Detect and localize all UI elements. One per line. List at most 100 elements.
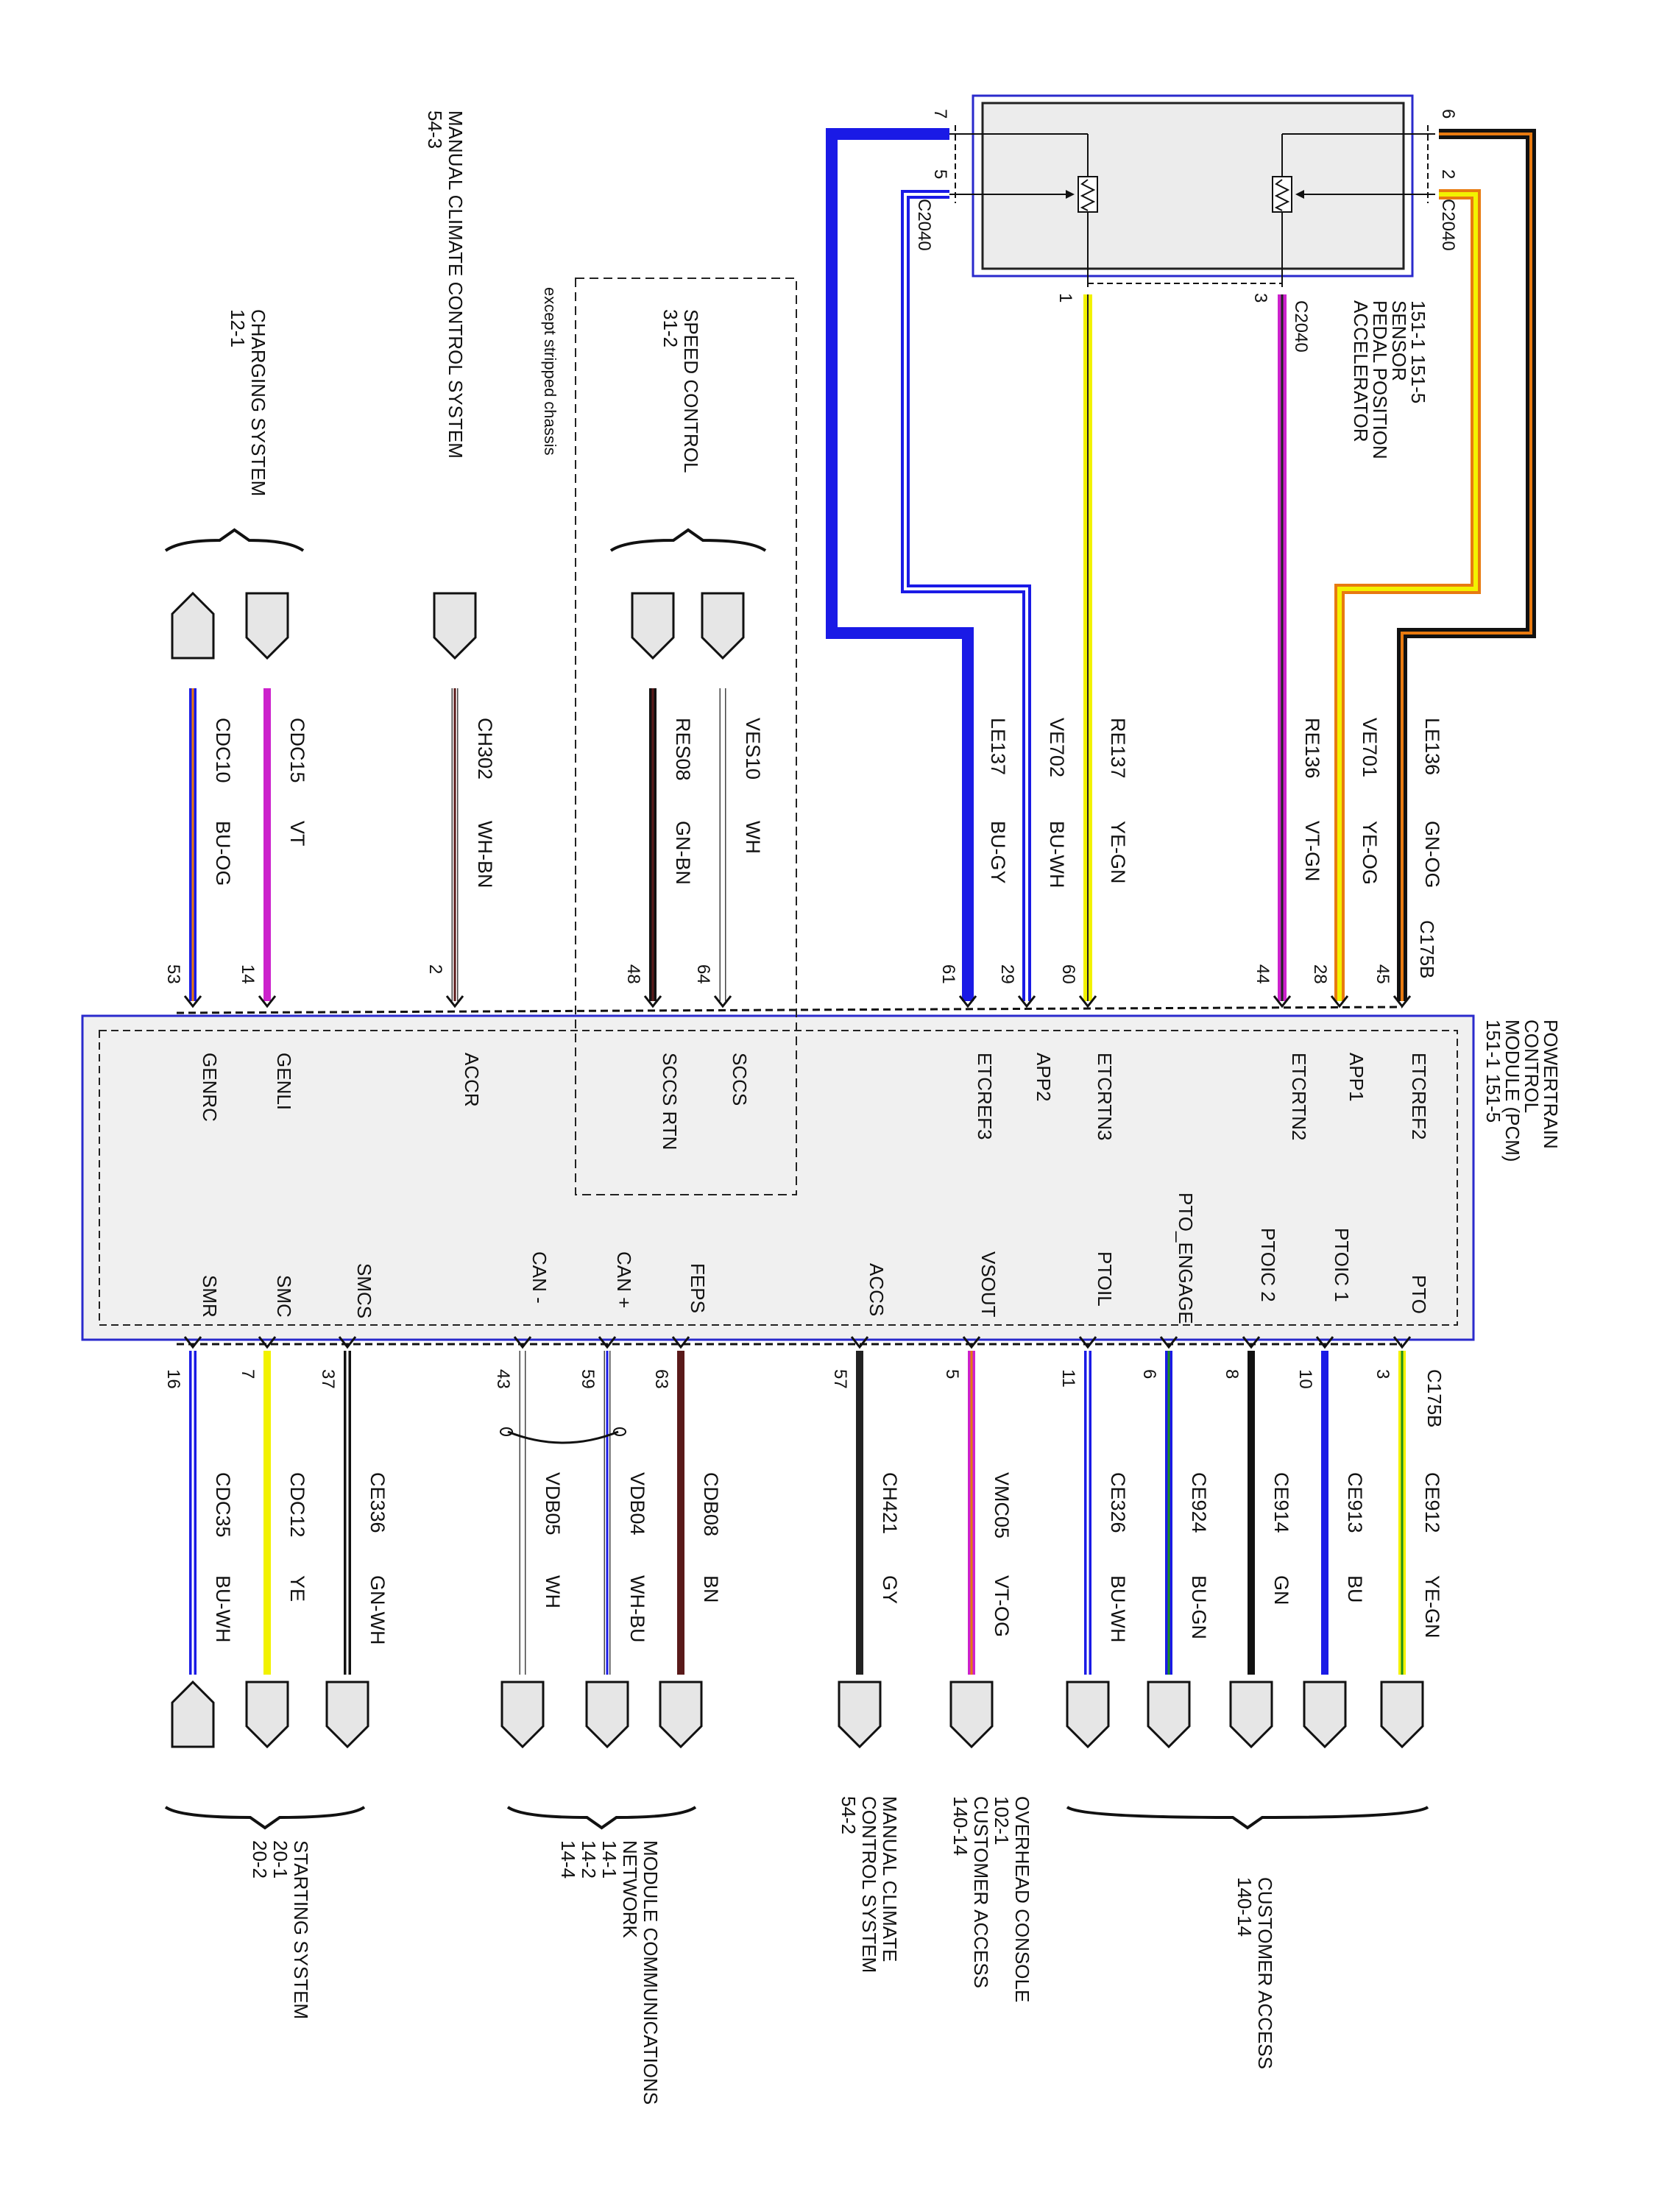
wire-circuit-label: CE336 [367,1472,389,1533]
wire-signal-label: ETCRTN3 [1094,1053,1116,1140]
pcm-label-line-3: MODULE (PCM) [1501,1020,1524,1162]
brace-customer-access [1066,1806,1429,1830]
wire-pin-label: 3 [1373,1369,1393,1379]
wire-color-label: GN-BN [672,821,694,885]
wire-pin-label: 61 [938,964,958,984]
wire-color-label: BU-GY [987,821,1009,884]
sensor-potentiometer-2 [1272,133,1435,287]
speed-control-dashed-box [575,278,797,1195]
plug-vdb04 [585,1681,629,1749]
sensor-outer-box [972,94,1414,278]
manual-climate-bottom-line-3: 54-2 [838,1796,860,1834]
speed-control-group: SPEED CONTROL 31-2 except stripped chass… [541,278,797,1195]
wire-circuit-label: CDC35 [212,1472,234,1538]
pcm-connector-left-label: C175B [1416,920,1438,979]
wire-pin-label: 48 [623,964,643,984]
pin-arrow [1393,1336,1412,1349]
overhead-line-3: CUSTOMER ACCESS [970,1796,992,1988]
pin-arrow [1315,1336,1334,1349]
pin-arrow [598,1336,617,1349]
pcm-label-line-1: POWERTRAIN [1540,1020,1562,1149]
plug-ce914 [1229,1681,1273,1749]
wire-circuit-label: CE326 [1107,1472,1129,1533]
wire-color-label: VT-OG [991,1575,1013,1637]
pin-arrow [643,995,662,1008]
pin-arrow [1078,1336,1097,1349]
pcm-module: POWERTRAIN CONTROL MODULE (PCM) 151-1 15… [81,920,1562,1428]
pin-arrow [258,995,277,1008]
overhead-label: OVERHEAD CONSOLE 102-1 CUSTOMER ACCESS 1… [949,1796,1033,2002]
wire-pin-label: 28 [1310,964,1330,984]
wire-pin-label: 44 [1253,964,1273,984]
wire-color-label: BU-WH [1046,821,1068,888]
wire-signal-label: ACCR [461,1053,483,1107]
sensor-potentiometer-1 [949,133,1098,287]
pin-arrow [1273,995,1292,1008]
plug-vdb05 [500,1681,545,1749]
wire-circuit-label: CE914 [1270,1472,1292,1533]
pin-arrow [1330,995,1349,1008]
can-twist-indicator [507,1430,619,1444]
plug-ce336 [325,1681,369,1749]
pin-arrow [1242,1336,1261,1349]
pcm-connector-right-label: C175B [1423,1369,1446,1428]
wire-circuit-label: CH421 [879,1472,901,1534]
charging-line-2: 12-1 [227,309,249,347]
plug-ce326 [1066,1681,1110,1749]
plug-cdb08 [659,1681,703,1749]
wire-color-label: YE-GN [1421,1575,1443,1639]
overhead-line-4: 140-14 [949,1796,972,1856]
wire-color-label: WH [542,1575,564,1608]
manual-climate-top-line-1: MANUAL CLIMATE CONTROL SYSTEM [445,110,467,459]
customer-access-label: CUSTOMER ACCESS 140-14 [1234,1877,1276,2069]
wire-layer: LE136GN-OG45ETCREF2VE701YE-OG28APP1RE136… [163,528,1443,1830]
pcm-label: POWERTRAIN CONTROL MODULE (PCM) 151-1 15… [1482,1020,1562,1162]
sensor-label: ACCELERATOR PEDAL POSITION SENSOR 151-1 … [1350,300,1429,459]
charging-line-1: CHARGING SYSTEM [247,309,269,496]
can-twist-end-a [500,1427,513,1436]
plug-res08 [631,592,675,660]
wire-signal-label: FEPS [687,1263,709,1313]
wire-color-label: YE [286,1575,308,1602]
wire-color-label: GN-WH [367,1575,389,1644]
module-comm-line-1: MODULE COMMUNICATIONS [640,1840,662,2105]
wire-pin-label: 11 [1058,1369,1078,1388]
sensor-pin-2: 2 [1438,169,1458,179]
pcm-inner-dashed-box [99,1030,1458,1326]
pin-arrow [958,995,977,1008]
pcm-outer-box [81,1014,1475,1341]
wire-color-label: BU-WH [212,1575,234,1642]
wire-signal-label: SMR [199,1275,221,1318]
overhead-line-2: 102-1 [991,1796,1013,1845]
wire-color-label: VT [286,821,308,847]
wire-color-label: WH-BU [626,1575,648,1642]
manual-climate-top-label: MANUAL CLIMATE CONTROL SYSTEM 54-3 [424,110,467,459]
sensor-pin-6: 6 [1438,109,1458,119]
plug-cdc10 [171,591,215,660]
pin-arrow [258,1336,277,1349]
pin-arrow [1078,995,1097,1008]
wire-pin-label: 7 [238,1369,258,1379]
sensor-label-line-3: SENSOR [1388,300,1410,381]
wire-pin-label: 10 [1295,1369,1315,1389]
wire-circuit-label: CDC10 [212,718,234,783]
wire-signal-label: SMCS [353,1263,375,1318]
pin-arrow [713,995,732,1008]
wire-circuit-label: LE137 [987,718,1009,775]
sensor-pin-3: 3 [1250,293,1270,303]
wire-pin-label: 6 [1139,1369,1159,1379]
wire-circuit-label: RE137 [1107,718,1129,779]
speed-control-label-line-1: SPEED CONTROL [680,309,702,473]
